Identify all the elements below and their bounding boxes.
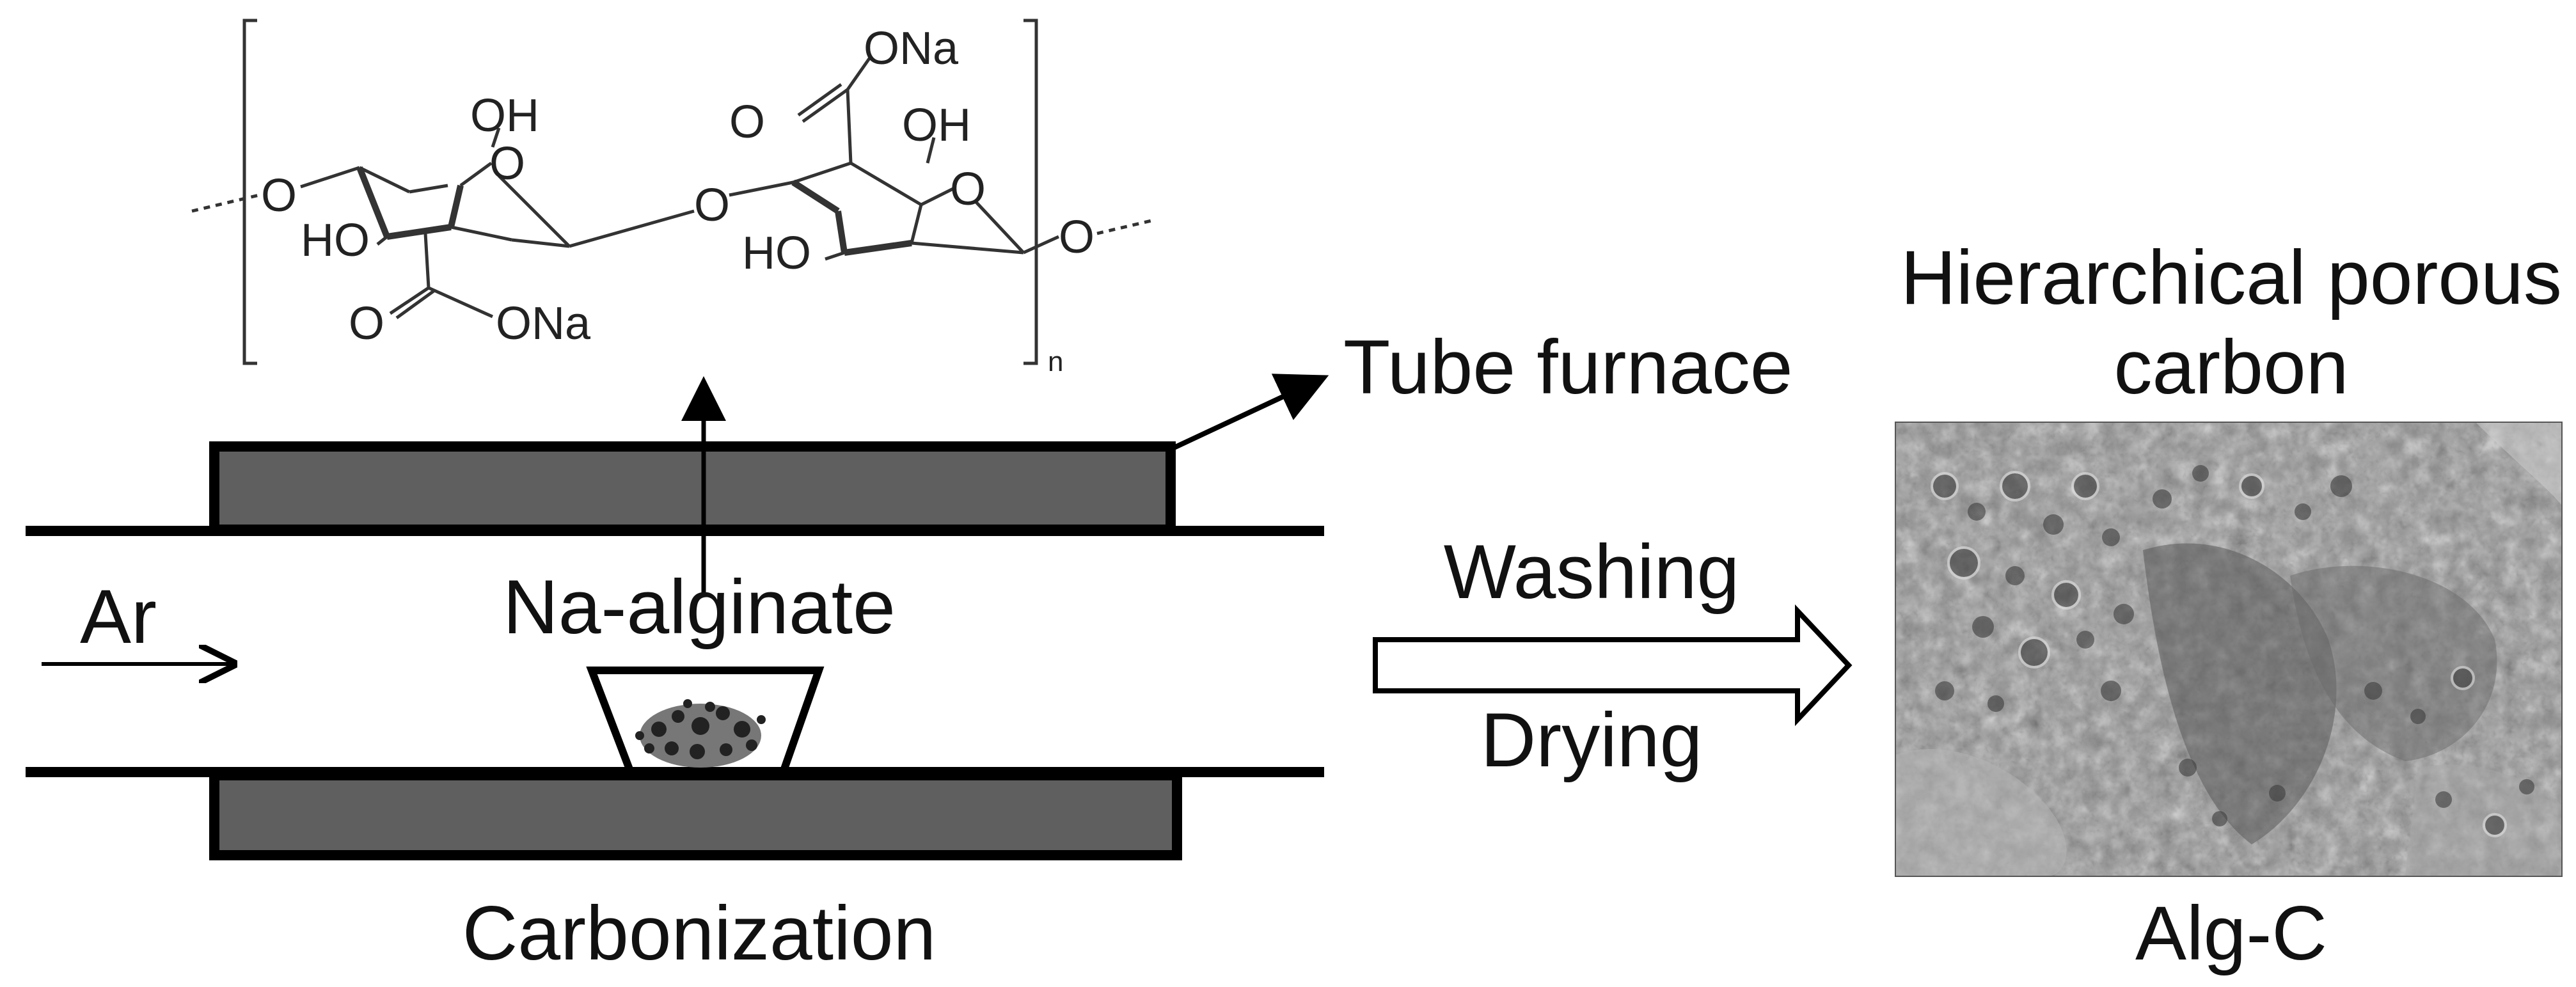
sem-image-border <box>1895 422 2563 877</box>
washing-label: Washing <box>1444 529 1739 615</box>
tube-furnace-label: Tube furnace <box>1343 324 1793 410</box>
product-title-line2: carbon <box>2114 324 2349 410</box>
right-sugar-ring <box>791 56 1060 261</box>
atom-ona-bottom: ONa <box>496 298 591 349</box>
furnace-top-heater <box>209 441 1176 535</box>
atom-oh-left: OH <box>470 90 539 141</box>
product-title-line1: Hierarchical porous <box>1900 235 2562 320</box>
atom-o-bridge: O <box>694 180 730 231</box>
atom-o-end-left: O <box>261 170 297 221</box>
atom-o-end-right: O <box>1059 212 1094 263</box>
na-alginate-sample <box>635 699 766 768</box>
crucible <box>586 667 825 775</box>
process-arrow <box>1373 604 1853 727</box>
subscript-n: n <box>1048 346 1063 377</box>
atom-o-carbonyl-top: O <box>729 97 765 148</box>
left-dotted-bond <box>191 193 260 213</box>
atom-o-carbonyl-bottom: O <box>349 298 384 349</box>
tube-furnace-pointer <box>1173 374 1329 450</box>
left-bracket <box>242 19 257 365</box>
alg-c-label: Alg-C <box>2135 890 2327 976</box>
furnace-bottom-heater <box>209 770 1182 860</box>
right-dotted-bond <box>1096 219 1152 235</box>
atom-oh-right: OH <box>902 100 971 151</box>
atom-o-ring-right: O <box>950 164 986 215</box>
na-alginate-label: Na-alginate <box>503 564 896 650</box>
drying-label: Drying <box>1481 697 1703 783</box>
hollow-arrow-icon <box>1373 604 1853 727</box>
atom-o-ring-left: O <box>489 138 525 189</box>
atom-ona-top: ONa <box>864 23 959 74</box>
atom-ho-left: HO <box>301 215 370 266</box>
carbonization-label: Carbonization <box>462 890 936 976</box>
atom-labels: O OH O HO O ONa O ONa O OH O HO O n <box>261 23 1094 377</box>
ar-label: Ar <box>80 574 157 659</box>
right-bracket <box>1023 19 1038 365</box>
left-sugar-ring <box>300 127 794 320</box>
tube-furnace <box>26 374 1329 860</box>
alginate-structure <box>191 19 1152 365</box>
atom-ho-right: HO <box>742 228 811 279</box>
sem-image <box>1895 422 2562 876</box>
